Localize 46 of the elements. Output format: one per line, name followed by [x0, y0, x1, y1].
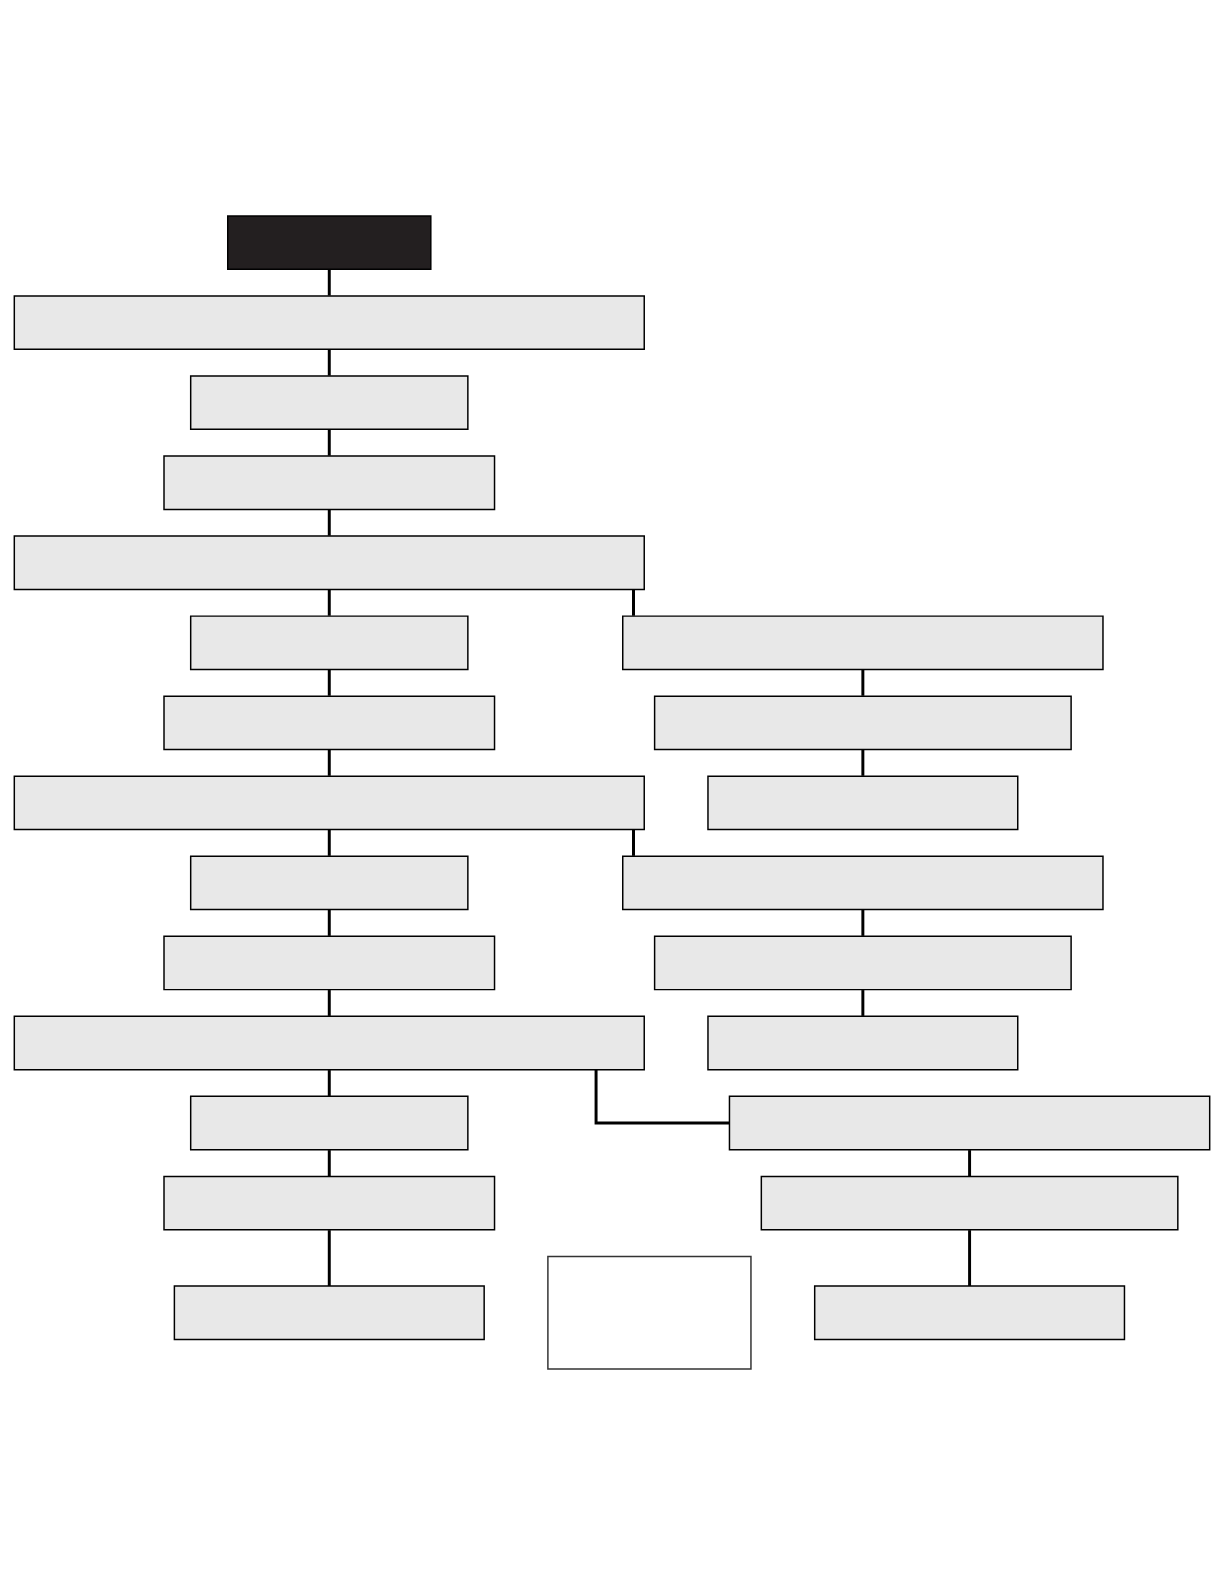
node-box	[227, 214, 432, 270]
connector	[861, 749, 865, 776]
connector	[327, 989, 331, 1016]
connector	[327, 1069, 331, 1096]
node-box	[189, 374, 469, 430]
connector	[968, 1229, 972, 1286]
connector	[327, 1149, 331, 1176]
connector	[327, 829, 331, 856]
node-box	[13, 1015, 645, 1070]
node-box	[189, 614, 469, 670]
connector	[594, 1069, 730, 1124]
node-box	[189, 1095, 469, 1150]
connector	[632, 829, 635, 856]
node-box	[813, 1284, 1126, 1340]
node-box	[13, 774, 645, 830]
node-box	[653, 935, 1072, 990]
node-box	[163, 694, 496, 750]
connector	[327, 749, 331, 776]
node-box	[189, 855, 469, 910]
node-box	[163, 454, 496, 510]
node-box	[173, 1284, 485, 1340]
connector	[327, 349, 331, 376]
connector	[327, 589, 331, 616]
node-box	[653, 694, 1072, 750]
connector	[632, 589, 635, 616]
node-box	[707, 774, 1019, 830]
node-box	[622, 855, 1104, 910]
connector	[327, 429, 331, 456]
connector	[327, 669, 331, 696]
node-box	[163, 935, 496, 990]
node-box	[13, 294, 645, 350]
connector	[327, 909, 331, 936]
connector	[327, 1229, 331, 1286]
node-box	[163, 1175, 496, 1230]
connector	[327, 269, 331, 296]
connector	[861, 669, 865, 696]
connector	[327, 509, 331, 536]
node-box	[707, 1015, 1019, 1070]
connector	[861, 989, 865, 1016]
node-box	[728, 1095, 1211, 1150]
node-box	[760, 1175, 1179, 1230]
node-box	[13, 534, 645, 590]
connector	[861, 909, 865, 936]
node-box	[547, 1255, 752, 1370]
node-box	[622, 614, 1104, 670]
connector	[968, 1149, 972, 1176]
